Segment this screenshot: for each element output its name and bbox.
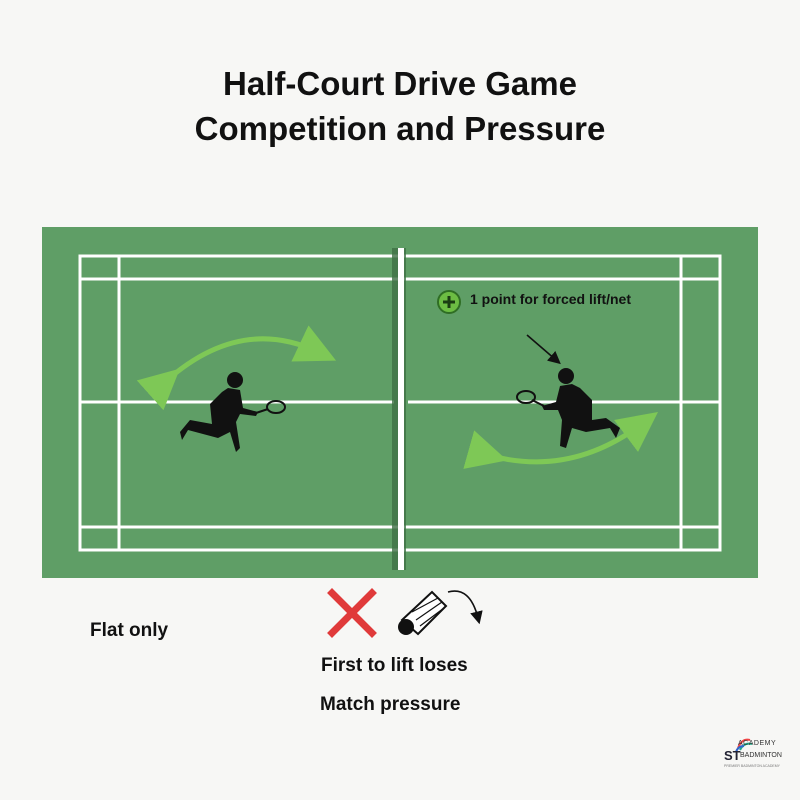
flat-only-label: Flat only (90, 620, 169, 641)
player-left (180, 372, 286, 452)
player-right (516, 368, 620, 448)
movement-arrow-right (463, 412, 659, 469)
logo-name: BADMINTON (740, 752, 782, 759)
net (398, 248, 404, 570)
logo-sub: PREMIER BADMINTON ACADEMY (724, 764, 780, 768)
pointer-arrow (526, 334, 561, 365)
logo-top: ACADEMY (738, 740, 777, 747)
first-to-lift-label: First to lift loses (321, 655, 468, 676)
academy-logo: ACADEMY ST BADMINTON PREMIER BADMINTON A… (722, 738, 792, 778)
point-annotation: 1 point for forced lift/net (470, 291, 631, 307)
shuttlecock-icon (398, 590, 483, 636)
movement-arrow-left (136, 325, 337, 411)
plus-circle-icon (437, 290, 461, 314)
cross-icon (327, 588, 377, 638)
logo-brand: ST (724, 748, 741, 763)
logo-mark (735, 738, 753, 753)
match-pressure-label: Match pressure (320, 694, 461, 715)
title-line-1: Half-Court Drive Game (223, 65, 577, 102)
title-line-2: Competition and Pressure (194, 110, 606, 147)
